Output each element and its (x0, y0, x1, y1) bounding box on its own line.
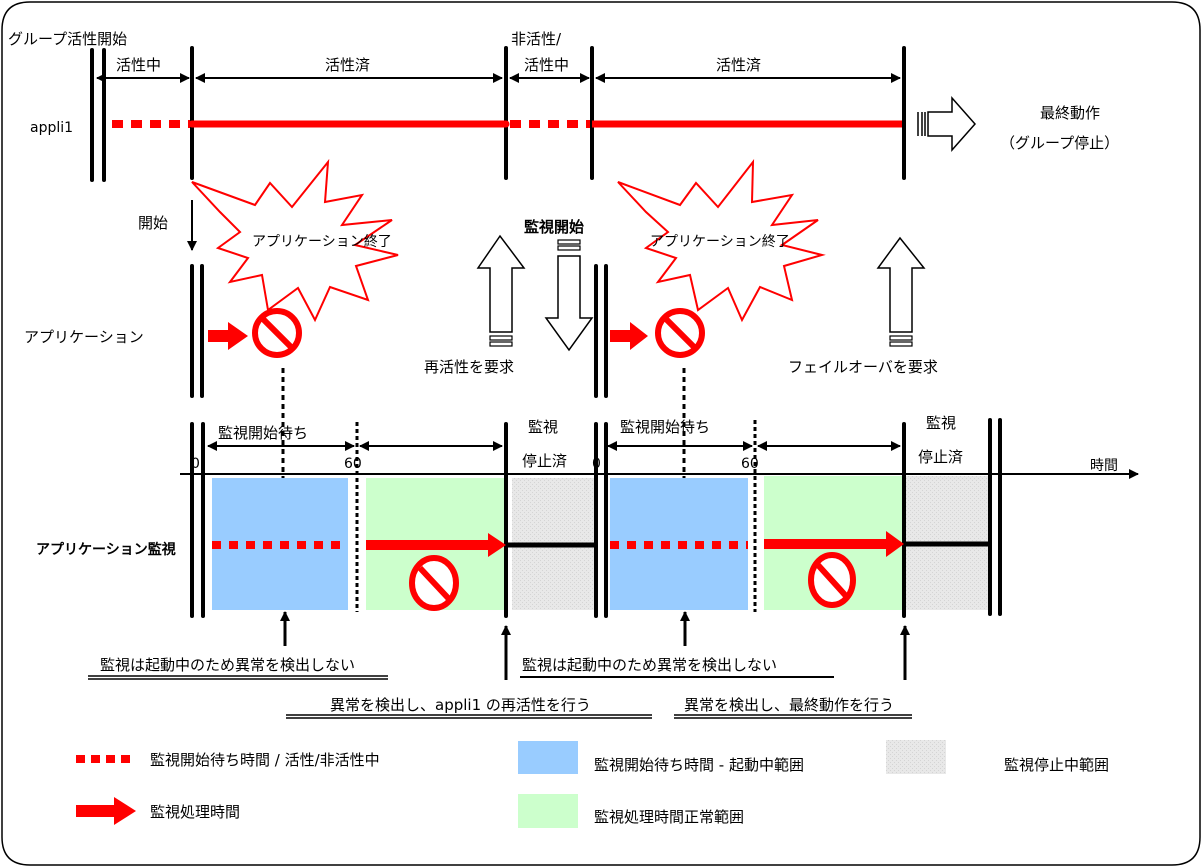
resource-label: appli1 (30, 120, 73, 136)
svg-text:監視は起動中のため異常を検出しない: 監視は起動中のため異常を検出しない (522, 656, 777, 674)
span-label-1: 活性中 (116, 56, 161, 74)
legend-item-red-arrow: 監視処理時間 (76, 797, 240, 825)
svg-text:監視開始待ち時間 - 起動中範囲: 監視開始待ち時間 - 起動中範囲 (594, 756, 804, 774)
legend-item-gray-box: 監視停止中範囲 (886, 740, 1109, 774)
note-detect-reactivate: 異常を検出し、appli1 の再活性を行う (286, 696, 652, 719)
app-red-arrow-2 (610, 322, 648, 350)
monitor-label: アプリケーション監視 (36, 541, 176, 558)
mon-red-arrow-1 (366, 533, 506, 557)
span-label-3a: 非活性/ (511, 30, 562, 48)
note-detect-final: 異常を検出し、最終動作を行う (674, 696, 912, 719)
final-action-label-1: 最終動作 (1040, 104, 1100, 122)
prohibited-icon-4 (808, 552, 856, 608)
legend: 監視開始待ち時間 / 活性/非活性中 監視処理時間 監視開始待ち時間 - 起動中… (76, 740, 1109, 828)
tick-0-a: 0 (191, 456, 200, 472)
group-start-label: グループ活性開始 (8, 30, 127, 48)
prohibited-icon-3 (409, 555, 459, 611)
svg-text:監視は起動中のため異常を検出しない: 監視は起動中のため異常を検出しない (100, 656, 355, 674)
svg-text:アプリケーション終了: アプリケーション終了 (650, 234, 790, 250)
legend-item-blue-box: 監視開始待ち時間 - 起動中範囲 (518, 741, 804, 774)
svg-text:監視処理時間正常範囲: 監視処理時間正常範囲 (594, 808, 744, 826)
prohibited-icon-2 (655, 308, 705, 358)
monitor-start-label: 監視開始 (524, 218, 584, 236)
wait-label-1: 監視開始待ち (218, 424, 308, 442)
reactivate-request-arrow (476, 234, 526, 347)
prohibited-icon-1 (252, 308, 302, 358)
stopped-2-line1: 監視 (926, 414, 956, 432)
app-red-arrow-1 (208, 322, 248, 350)
span-label-3b: 活性中 (524, 56, 569, 74)
legend-item-red-dashed: 監視開始待ち時間 / 活性/非活性中 (76, 751, 380, 769)
note-no-detect-2: 監視は起動中のため異常を検出しない (520, 656, 834, 678)
svg-text:監視処理時間: 監視処理時間 (150, 803, 240, 821)
reactivate-request-label: 再活性を要求 (424, 358, 514, 376)
stopped-1-line1: 監視 (528, 418, 558, 436)
time-axis-label: 時間 (1090, 458, 1118, 474)
span-label-4: 活性済 (716, 56, 761, 74)
final-action-arrow (917, 96, 977, 152)
tick-60-a: 60 (344, 456, 362, 472)
start-label: 開始 (138, 214, 168, 232)
svg-text:異常を検出し、最終動作を行う: 異常を検出し、最終動作を行う (684, 696, 894, 714)
svg-text:監視開始待ち時間 / 活性/非活性中: 監視開始待ち時間 / 活性/非活性中 (150, 751, 380, 769)
legend-item-green-box: 監視処理時間正常範囲 (518, 794, 744, 828)
stopped-2-line2: 停止済 (918, 448, 963, 466)
tick-60-b: 60 (741, 456, 759, 472)
svg-text:監視停止中範囲: 監視停止中範囲 (1004, 756, 1109, 774)
app-label: アプリケーション (24, 328, 144, 346)
svg-text:異常を検出し、appli1 の再活性を行う: 異常を検出し、appli1 の再活性を行う (330, 696, 591, 714)
final-action-label-2: （グループ停止） (1000, 134, 1119, 152)
burst-1: アプリケーション終了 (191, 158, 399, 323)
note-no-detect-1: 監視は起動中のため異常を検出しない (88, 656, 388, 680)
monitor-start-arrow (544, 239, 594, 352)
stopped-1-line2: 停止済 (522, 452, 567, 470)
failover-request-arrow (876, 236, 926, 347)
burst-2: アプリケーション終了 (617, 158, 826, 323)
tick-0-b: 0 (592, 456, 601, 472)
failover-request-label: フェイルオーバを要求 (788, 358, 938, 376)
span-label-2: 活性済 (325, 56, 370, 74)
mon-red-arrow-2 (764, 531, 904, 557)
svg-text:アプリケーション終了: アプリケーション終了 (252, 234, 392, 250)
wait-label-2: 監視開始待ち (620, 418, 710, 436)
